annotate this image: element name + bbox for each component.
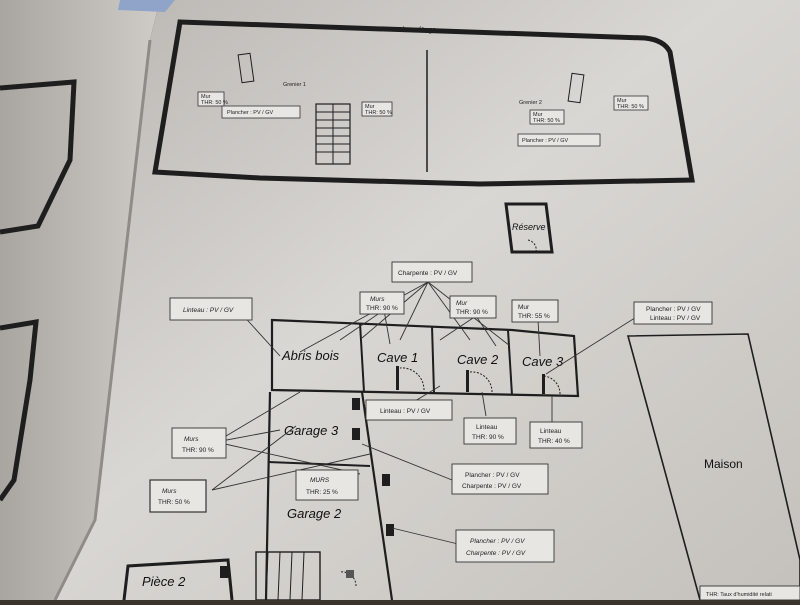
svg-text:Charpente : PV / GV: Charpente : PV / GV [462,483,522,490]
left-page-plan-1 [0,79,77,235]
note-grenier2-plancher: Plancher : PV / GV [517,133,601,147]
label-plancher-linteau: Plancher : PV / GV Linteau : PV / GV [633,301,713,325]
note-grenier1-mur-right: Mur THR: 50 % [361,101,393,117]
room-grenier2: Grenier 2 [519,100,542,106]
label-linteau-mid: Linteau : PV / GV [365,399,453,421]
room-cave3: Cave 3 [522,354,564,369]
svg-text:THR: 50 %: THR: 50 % [617,104,644,110]
svg-text:THR: 90 %: THR: 90 % [366,305,398,312]
svg-text:Charpente : PV / GV: Charpente : PV / GV [466,550,526,557]
attic-outline [152,19,695,187]
svg-text:THR: 55 %: THR: 55 % [518,313,550,320]
svg-text:Murs: Murs [184,436,199,443]
label-murs-50: Murs THR: 50 % [149,479,207,513]
svg-text:Plancher : PV / GV: Plancher : PV / GV [522,138,568,144]
svg-text:THR: 50 %: THR: 50 % [201,100,228,106]
book-gutter [53,39,152,601]
label-linteau-40: Linteau THR: 40 % [529,421,583,449]
svg-text:Linteau: Linteau [476,424,498,431]
svg-text:Mur: Mur [533,112,543,118]
svg-text:Plancher : PV / GV: Plancher : PV / GV [470,538,525,545]
note-grenier2-mur-right: Mur THR: 50 % [613,95,649,111]
svg-text:Mur: Mur [456,300,468,307]
svg-text:Mur: Mur [617,98,627,104]
svg-text:THR: 50 %: THR: 50 % [533,118,560,124]
left-page-plan-2 [0,318,39,502]
ground-floor-walls [255,318,580,601]
room-cave1: Cave 1 [377,350,418,365]
svg-text:MURS: MURS [310,477,330,484]
svg-text:Murs: Murs [370,296,385,303]
svg-text:THR: 90 %: THR: 90 % [182,447,214,454]
label-murs-90: Murs THR: 90 % [171,427,227,459]
svg-text:Linteau : PV / GV: Linteau : PV / GV [183,307,234,314]
door-jambs [346,366,545,578]
label-mur-55: Mur THR: 55 % [511,299,559,323]
svg-text:Murs: Murs [162,488,177,495]
svg-text:Mur: Mur [518,304,530,311]
label-linteau-left: Linteau : PV / GV [169,297,253,321]
svg-text:Linteau : PV / GV: Linteau : PV / GV [380,408,431,415]
room-maison: Maison [626,333,800,601]
svg-text:THR: Taux d'humidité relati: THR: Taux d'humidité relati [706,592,772,598]
room-grenier1: Grenier 1 [283,82,306,88]
svg-text:Linteau: Linteau [540,428,562,435]
label-plancher-charpente-1: Plancher : PV / GV Charpente : PV / GV [451,463,549,495]
room-abris-bois: Abris bois [281,348,340,363]
room-reserve: Réserve [504,202,554,254]
room-piece2: Pièce 2 [122,558,234,601]
svg-text:Pièce 2: Pièce 2 [142,574,186,589]
blue-tab [118,0,175,12]
room-garage2: Garage 2 [287,506,342,521]
leader-lines [211,281,639,545]
svg-text:Mur: Mur [201,94,211,100]
label-linteau-90: Linteau THR: 90 % [463,417,517,445]
svg-text:Plancher : PV / GV: Plancher : PV / GV [465,472,520,479]
skylight-1 [237,52,255,84]
svg-text:Plancher : PV / GV: Plancher : PV / GV [227,110,273,116]
label-mur-top: Mur THR: 90 % [449,295,497,319]
svg-text:Charpente : PV / GV: Charpente : PV / GV [398,270,458,277]
svg-text:THR: 50 %: THR: 50 % [158,499,190,506]
svg-text:THR: 90 %: THR: 90 % [456,309,488,316]
svg-text:Mur: Mur [365,104,375,110]
svg-text:THR: 90 %: THR: 90 % [472,434,504,441]
footnote-box: THR: Taux d'humidité relati [699,585,800,601]
note-grenier1-plancher: Plancher : PV / GV [221,105,301,119]
label-charpente: Charpente : PV / GV [391,261,473,283]
room-garage3: Garage 3 [284,423,339,438]
note-grenier2-mur: Mur THR: 50 % [529,109,565,125]
svg-text:Plancher : PV / GV: Plancher : PV / GV [646,306,701,313]
svg-text:THR: 40 %: THR: 40 % [538,438,570,445]
label-murs-25: MURS THR: 25 % [295,469,359,501]
svg-text:Linteau : PV / GV: Linteau : PV / GV [650,315,701,322]
svg-text:THR: 50 %: THR: 50 % [365,110,392,116]
right-page [55,0,800,600]
svg-text:Réserve: Réserve [512,222,546,232]
label-murs-top: Murs THR: 90 % [359,291,405,315]
note-grenier1-mur: Mur THR: 50 % [197,91,228,107]
staircase-upper [315,103,351,165]
skylight-2 [567,72,585,104]
label-plancher-charpente-2: Plancher : PV / GV Charpente : PV / GV [455,529,555,563]
left-page [0,0,160,600]
svg-text:THR: 25 %: THR: 25 % [306,489,338,496]
room-cave2: Cave 2 [457,352,499,367]
svg-text:Maison: Maison [704,457,743,471]
